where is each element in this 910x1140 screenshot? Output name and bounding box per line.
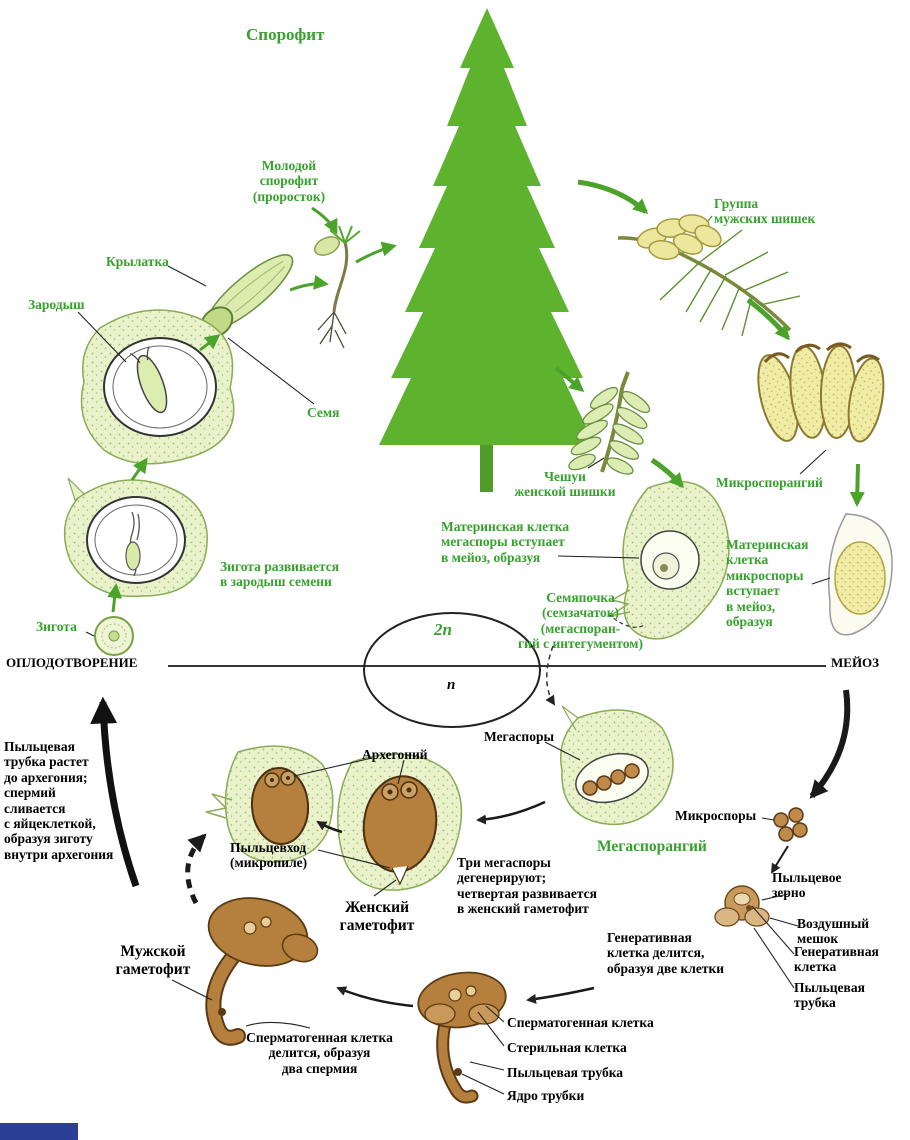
female-gametophyte-right-illustration <box>337 753 463 891</box>
label-zygote-develops: Зигота развивается в зародыш семени <box>220 559 340 590</box>
label-generative-cell: Генеративная клетка <box>794 944 879 975</box>
seed-section-embryo <box>80 309 235 465</box>
label-three-megaspores: Три мегаспоры дегенерируют; четвертая ра… <box>457 855 597 917</box>
microsporangia-illustration <box>757 342 885 443</box>
microspore-mother-cell-illustration <box>827 513 893 636</box>
label-female-gametophyte: Женский гаметофит <box>339 899 415 934</box>
label-young-sporophyte: Молодой спорофит (проросток) <box>252 158 326 204</box>
seedling-illustration <box>313 225 361 349</box>
female-cone-scale-illustration <box>568 371 651 475</box>
label-pollen-tube-small: Пыльцевая трубка <box>794 980 865 1011</box>
female-gametophyte-left-illustration <box>205 745 334 863</box>
label-pointer-lines <box>77 265 831 1095</box>
megasporangium-illustration <box>560 705 674 826</box>
cycle-axis <box>168 612 826 728</box>
label-male-gametophyte: Мужской гаметофит <box>115 943 191 978</box>
label-archegonium: Архегоний <box>362 747 428 762</box>
label-microspore-mother-cell: Материнская клетка микроспоры вступает в… <box>726 537 809 629</box>
label-pollen-grain: Пыльцевое зерно <box>772 870 842 901</box>
male-gametophyte-left-illustration <box>205 897 319 1046</box>
label-megasporangium: Мегаспорангий <box>597 838 707 855</box>
label-tube-nucleus: Ядро трубки <box>507 1088 585 1103</box>
label-air-sac: Воздушный мешок <box>797 916 870 947</box>
label-female-cone-scales: Чешуи женской шишки <box>514 469 616 500</box>
label-spermatogenic-divides: Сперматогенная клетка делится, образуя д… <box>246 1030 393 1076</box>
label-ploidy-2n: 2n <box>434 620 452 639</box>
male-cones-branch-illustration <box>617 214 801 337</box>
label-pollen-tube: Пыльцевая трубка <box>507 1065 624 1080</box>
cycle-arrows <box>90 179 865 1008</box>
label-fertilization: ОПЛОДОТВОРЕНИЕ <box>6 655 138 670</box>
label-meiosis: МЕЙОЗ <box>831 655 880 670</box>
label-seed: Семя <box>307 405 340 420</box>
label-megaspore-mother-cell: Материнская клетка мегаспоры вступает в … <box>441 519 570 565</box>
label-microspores: Микроспоры <box>675 808 757 823</box>
label-megaspores: Мегаспоры <box>484 729 555 744</box>
label-male-cones-group: Группа мужских шишек <box>714 196 816 227</box>
microspores-illustration <box>773 807 808 842</box>
label-sporophyte: Спорофит <box>246 25 325 44</box>
label-spermatogenic-cell: Сперматогенная клетка <box>507 1015 654 1030</box>
label-sterile-cell: Стерильная клетка <box>507 1040 627 1055</box>
seed-section-zygote <box>63 477 208 598</box>
label-ovule: Семяпочка (семзачаток) (мегаспоран- гий … <box>518 590 643 652</box>
label-generative-cell-divides: Генеративная клетка делится, образуя две… <box>607 930 725 976</box>
pine-tree-illustration <box>379 8 595 492</box>
ovule-illustration <box>609 480 730 640</box>
label-samara: Крылатка <box>106 254 169 269</box>
label-embryo: Зародыш <box>28 297 85 312</box>
label-micropyle: Пыльцевход (микропиле) <box>230 840 308 871</box>
label-microsporangium: Микроспорангий <box>716 475 823 490</box>
label-zygote: Зигота <box>36 619 77 634</box>
pollen-grain-illustration <box>714 885 770 927</box>
watermark-bar <box>0 1123 78 1140</box>
male-gametophyte-right-illustration <box>417 971 507 1104</box>
zygote-cell <box>94 616 134 656</box>
label-ploidy-n: n <box>447 677 456 693</box>
label-pollen-tube-grows: Пыльцевая трубка растет до архегония; сп… <box>4 739 114 862</box>
